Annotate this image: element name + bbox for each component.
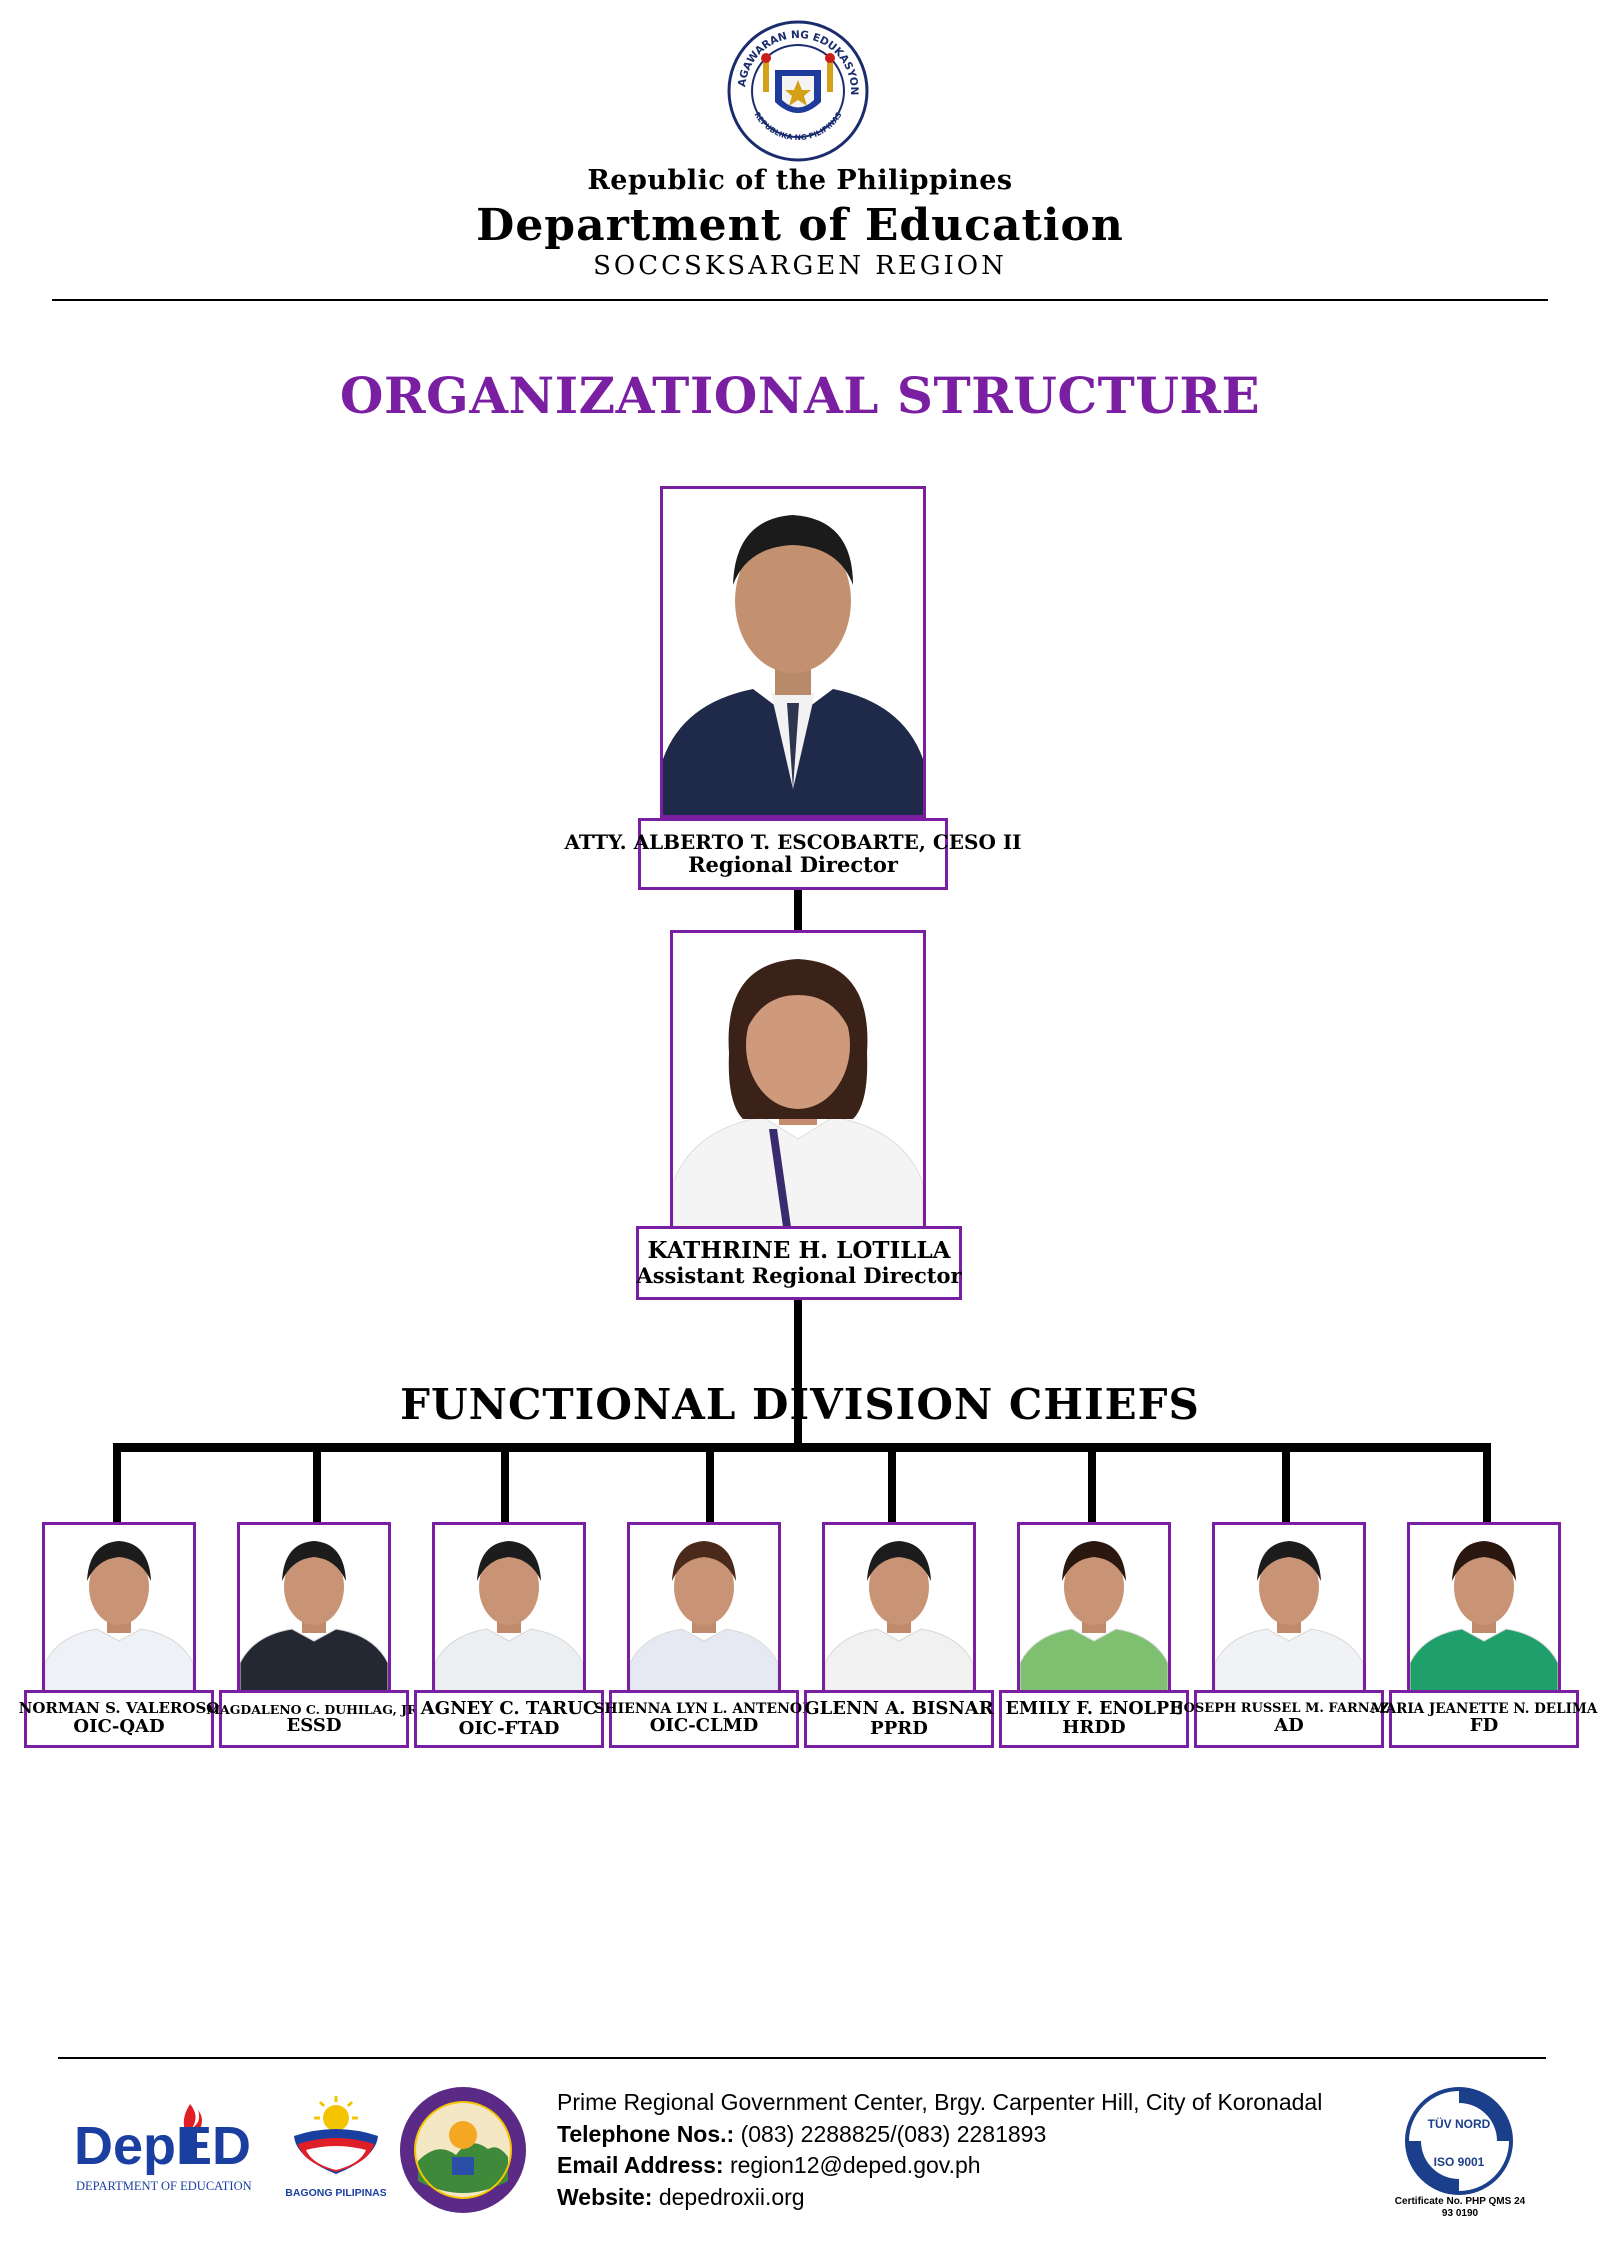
person-silhouette-icon (1410, 1525, 1558, 1691)
chief-name: AGNEY C. TARUC (420, 1697, 598, 1719)
chief-position: FD (1469, 1715, 1499, 1737)
footer-website-label: Website: (557, 2183, 653, 2210)
chief-name: MAGDALENO C. DUHILAG, JR. (206, 1701, 422, 1717)
tuv-iso-text: ISO 9001 (1434, 2155, 1485, 2169)
person-silhouette-icon (45, 1525, 193, 1691)
chief-position: PPRD (870, 1717, 928, 1739)
chief-photo (822, 1522, 976, 1694)
person-silhouette-icon (1215, 1525, 1363, 1691)
chief-photo (432, 1522, 586, 1694)
chief-position: ESSD (286, 1714, 342, 1736)
connector-chiefs-horizontal (117, 1443, 1491, 1452)
director-name-card: ATTY. ALBERTO T. ESCOBARTE, CESO II Regi… (564, 818, 1022, 890)
assistant-director-name: KATHRINE H. LOTILLA (647, 1237, 951, 1265)
bagong-pilipinas-logo-icon: BAGONG PILIPINAS (286, 2096, 386, 2199)
person-silhouette-icon (673, 933, 923, 1227)
footer-email-link[interactable]: region12@deped.gov.ph (729, 2152, 981, 2178)
chief-position: AD (1274, 1714, 1304, 1736)
tuv-text: TÜV NORD (1428, 2116, 1491, 2131)
chief-photo (1212, 1522, 1366, 1694)
connector-chief-drop (1088, 1443, 1096, 1524)
chief-position: OIC-FTAD (458, 1717, 560, 1739)
footer-telephone-label: Telephone Nos.: (557, 2120, 735, 2147)
chief-position: HRDD (1062, 1717, 1126, 1739)
person-silhouette-icon (825, 1525, 973, 1691)
footer-address: Prime Regional Government Center, Brgy. … (557, 2089, 1323, 2115)
deped-seal-icon: KAGAWARAN NG EDUKASYON REPUBLIKA NG PILI… (727, 20, 869, 162)
connector-chief-drop (1483, 1443, 1491, 1524)
person-silhouette-icon (1020, 1525, 1168, 1691)
assistant-director-name-card: KATHRINE H. LOTILLA Assistant Regional D… (636, 1226, 962, 1300)
connector-chief-drop (888, 1443, 896, 1524)
bagong-pilipinas-text: BAGONG PILIPINAS (286, 2187, 386, 2199)
page-title: ORGANIZATIONAL STRUCTURE (339, 366, 1261, 425)
chief-name: JOSEPH RUSSEL M. FARNAZO (1177, 1701, 1401, 1717)
connector-chief-drop (1282, 1443, 1290, 1524)
division-chiefs-heading: FUNCTIONAL DIVISION CHIEFS (400, 1380, 1200, 1429)
person-silhouette-icon (240, 1525, 388, 1691)
header-divider (52, 299, 1548, 301)
footer-website-link[interactable]: depedroxii.org (658, 2183, 805, 2210)
footer-email-label: Email Address: (557, 2152, 724, 2178)
chief-name-card: MAGDALENO C. DUHILAG, JR.ESSD (206, 1690, 422, 1748)
region-heading: SOCCSKSARGEN REGION (593, 251, 1007, 281)
deped-logo-text: DepED (74, 2116, 251, 2176)
chief-position: OIC-QAD (73, 1715, 165, 1737)
deped-logo-subtext: DEPARTMENT OF EDUCATION (76, 2179, 252, 2193)
chief-photo (237, 1522, 391, 1694)
person-silhouette-icon (663, 489, 923, 815)
regional-seal-icon (400, 2087, 526, 2213)
footer-divider (58, 2057, 1546, 2059)
person-silhouette-icon (435, 1525, 583, 1691)
connector-chief-drop (501, 1443, 509, 1524)
director-position: Regional Director (688, 851, 898, 877)
chief-position: OIC-CLMD (649, 1715, 759, 1737)
tuv-certificate-number: Certificate No. PHP QMS 24 93 0190 (1394, 2196, 1526, 2219)
director-name: ATTY. ALBERTO T. ESCOBARTE, CESO II (564, 829, 1022, 854)
connector-ard-to-chiefs (794, 1298, 802, 1444)
chief-name: MARIA JEANETTE N. DELIMA (1370, 1701, 1598, 1718)
chief-photo (1407, 1522, 1561, 1694)
assistant-director-photo (670, 930, 926, 1230)
connector-chief-drop (313, 1443, 321, 1524)
director-photo (660, 486, 926, 818)
footer-contact: Prime Regional Government Center, Brgy. … (557, 2087, 1322, 2213)
chief-name: SHIENNA LYN L. ANTENOR (594, 1700, 814, 1717)
footer-telephone: (083) 2288825/(083) 2281893 (740, 2120, 1047, 2147)
chief-name: NORMAN S. VALEROSO (18, 1699, 220, 1718)
tuv-iso-badge-icon: TÜV NORD ISO 9001 (1405, 2087, 1513, 2195)
republic-heading: Republic of the Philippines (587, 165, 1013, 196)
person-silhouette-icon (630, 1525, 778, 1691)
connector-chief-drop (706, 1443, 714, 1524)
chief-photo (1017, 1522, 1171, 1694)
assistant-director-position: Assistant Regional Director (636, 1262, 962, 1288)
connector-director-to-ard (794, 888, 802, 934)
chief-name: GLENN A. BISNAR (804, 1697, 994, 1719)
deped-logo-icon: DepED DEPARTMENT OF EDUCATION (74, 2104, 252, 2193)
chief-photo (627, 1522, 781, 1694)
chief-name: EMILY F. ENOLPE (1005, 1698, 1183, 1719)
department-heading: Department of Education (476, 200, 1124, 251)
connector-chief-drop (113, 1443, 121, 1524)
chief-photo (42, 1522, 196, 1694)
